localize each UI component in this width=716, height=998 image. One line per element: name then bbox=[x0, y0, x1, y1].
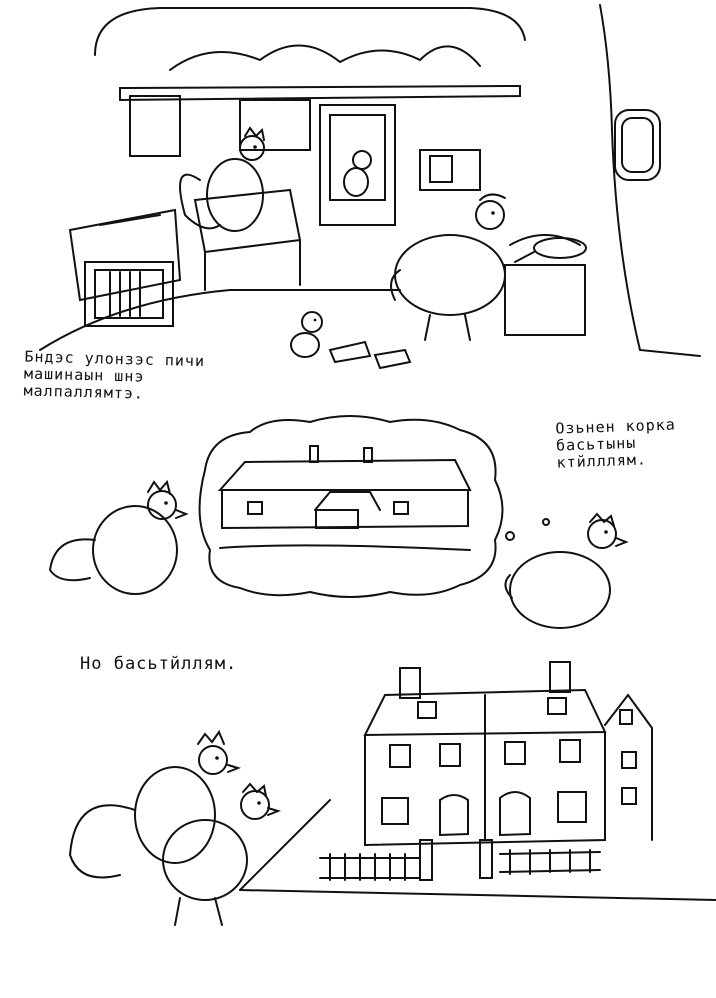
hen-right bbox=[509, 551, 611, 629]
dream-house-drawing bbox=[48, 415, 629, 629]
hen-head bbox=[475, 200, 505, 230]
trailer-interior-drawing bbox=[39, 4, 701, 370]
trailer-window bbox=[614, 109, 661, 181]
panel-big-house bbox=[0, 640, 716, 998]
rooster-left bbox=[92, 505, 178, 595]
panel2-caption: Озьнен корка басьтыны ктйлллям. bbox=[555, 415, 677, 472]
rooster-head bbox=[239, 135, 265, 161]
panel-dream-house bbox=[0, 410, 716, 640]
panel3-caption: Но басьтйллям. bbox=[80, 654, 238, 674]
rooster-back bbox=[134, 766, 216, 864]
dream-house bbox=[217, 458, 472, 491]
rooster-body bbox=[206, 158, 264, 232]
thought-cloud bbox=[198, 415, 504, 598]
panel1-caption: Бндэс улонзэс пичи машинаын шнэ малпалля… bbox=[23, 347, 206, 403]
large-house bbox=[363, 688, 607, 737]
frying-pan bbox=[533, 237, 587, 259]
big-house-drawing bbox=[68, 661, 716, 926]
hen-front bbox=[162, 819, 248, 901]
panel-trailer-interior bbox=[0, 0, 716, 410]
hen-body bbox=[394, 234, 506, 316]
chick-head bbox=[301, 311, 323, 333]
chick-body bbox=[290, 332, 320, 358]
